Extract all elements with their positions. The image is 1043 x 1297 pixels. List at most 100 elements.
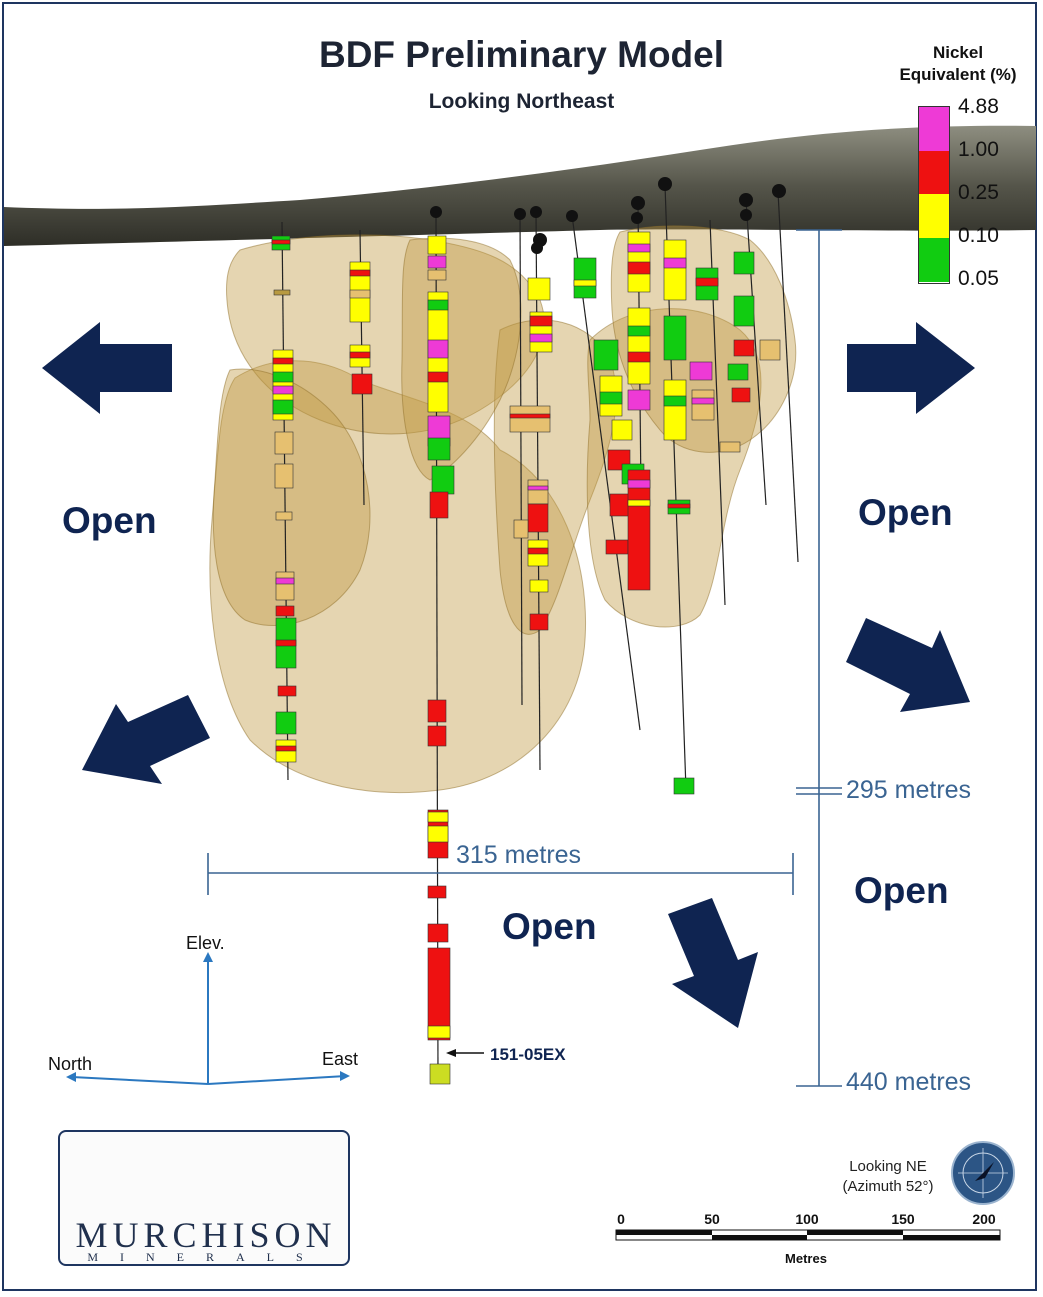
legend-value: 4.88 [958,95,999,118]
drill-collar [739,193,753,207]
assay-interval [274,431,294,455]
drill-collar [658,177,672,191]
page-subtitle: Looking Northeast [428,90,615,113]
assay-interval [627,479,651,489]
assay-interval [627,499,651,507]
assay-interval [573,279,597,287]
drill-trace [777,191,799,563]
legend-value: 0.25 [958,181,999,204]
assay-interval [719,441,741,453]
assay-interval [609,493,631,517]
scalebar-tick: 0 [617,1211,625,1227]
ore-shell-left-lobe [212,368,371,627]
assay-interval [427,699,447,723]
drill-collar [514,208,526,220]
assay-interval [275,511,293,521]
assay-interval [599,391,623,405]
hole-label-arrow [446,1049,484,1057]
assay-interval [275,639,297,647]
assay-interval [427,947,451,1041]
assay-interval [427,825,449,843]
assay-interval [273,289,291,296]
legend-value: 1.00 [958,138,999,161]
ground-surface [4,125,1036,246]
open-label-deep: Open [854,870,949,911]
assay-interval [275,571,295,601]
open-direction-arrows [42,322,975,1028]
drill-collar [531,242,543,254]
legend-value: 0.05 [958,267,999,290]
scale-bar [615,1229,1001,1241]
assay-interval [349,289,371,299]
scalebar-unit: Metres [785,1251,827,1266]
east-axis-label: East [322,1049,359,1069]
assay-interval [731,387,751,403]
ore-shell-main [209,360,587,793]
north-axis [71,1076,209,1085]
assay-interval [733,295,755,327]
page-title: BDF Preliminary Model [318,34,725,75]
ore-body-shells [209,225,797,793]
assay-interval [275,605,295,617]
assay-interval [627,261,651,275]
assay-interval [673,777,695,795]
drill-collar [430,206,442,218]
open-label-west: Open [62,500,157,541]
open-label-east: Open [858,492,953,533]
logo-subtitle: MINERALS [87,1250,325,1264]
legend-title: Nickel Equivalent (%) [899,43,1017,84]
legend-value: 0.10 [958,224,999,247]
assay-interval [529,315,553,327]
arrow-left-icon [42,322,172,414]
drill-trace [571,214,641,731]
legend-swatch-pink [919,107,949,151]
assay-interval [689,361,713,381]
assay-interval [663,395,687,407]
assay-interval [529,333,553,343]
assay-interval [529,613,549,631]
legend-swatch-yellow [919,194,949,238]
assay-intervals [271,231,781,1085]
assay-interval [509,413,551,419]
assay-interval [527,485,549,491]
assay-interval [272,371,294,383]
drill-trace [519,211,523,706]
assay-interval [429,491,449,519]
assay-interval [513,519,529,539]
assay-interval [695,277,719,287]
assay-interval [427,885,447,899]
view-direction-label: Looking NE (Azimuth 52°) [842,1158,934,1195]
assay-interval [529,579,549,593]
legend-color-bar [918,106,950,284]
compass-icon [951,1141,1015,1205]
assay-interval [349,269,371,277]
assay-interval [427,339,449,359]
assay-interval [605,539,629,555]
assay-interval [351,373,373,395]
assay-interval [627,351,651,363]
assay-interval [427,299,449,311]
assay-interval [627,389,651,411]
open-label-down: Open [502,906,597,947]
assay-interval [663,257,687,269]
assay-interval [275,711,297,735]
drill-collar [631,196,645,210]
assay-interval [274,463,294,489]
assay-interval [663,315,687,361]
drill-collars [430,177,786,254]
assay-interval [627,307,651,385]
axis-triad [66,952,350,1085]
assay-interval [527,547,549,555]
drill-collar [530,206,542,218]
assay-interval [272,357,294,365]
east-axis [207,1075,347,1085]
assay-interval [427,923,449,943]
assay-interval [727,363,749,381]
assay-interval [663,239,687,301]
assay-interval [627,325,651,337]
scalebar-tick: 50 [704,1211,720,1227]
drill-collar [566,210,578,222]
assay-interval [527,479,549,505]
